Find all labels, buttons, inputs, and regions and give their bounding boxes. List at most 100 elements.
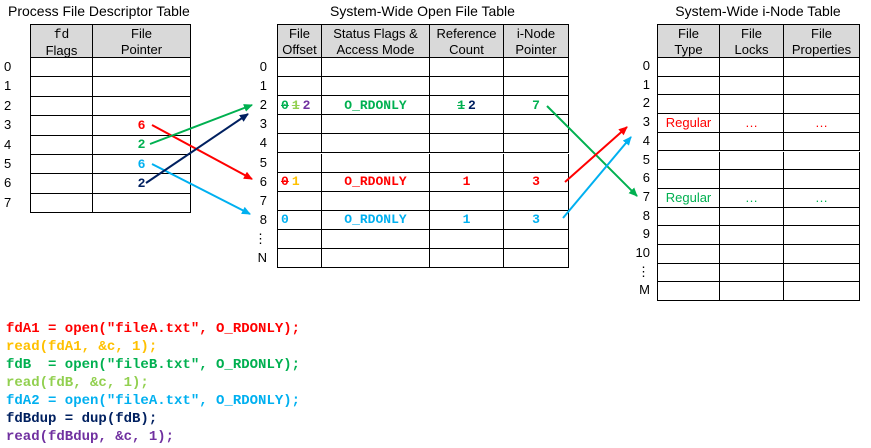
- table-cell: [658, 170, 720, 189]
- table-cell: …: [720, 114, 784, 133]
- cell-value: 7: [532, 97, 540, 113]
- table-cell: O_RDONLY: [322, 210, 430, 230]
- cell-value: …: [815, 115, 828, 131]
- table-cell: [322, 229, 430, 249]
- row-label: 10: [635, 245, 650, 260]
- column-header-text: i-Node: [516, 26, 556, 41]
- ellipsis-label: ⋮: [254, 230, 267, 246]
- column-header-text: Status Flags &: [333, 26, 418, 41]
- table-cell: [784, 95, 860, 115]
- table-cell: [31, 174, 93, 194]
- table-cell: [720, 58, 784, 77]
- table-cell: [720, 170, 784, 189]
- cell-value: 6: [137, 156, 146, 172]
- row-label: 7: [4, 194, 12, 210]
- row-label: 4: [4, 136, 12, 152]
- table-cell: [784, 226, 860, 245]
- table-cell: [322, 115, 430, 135]
- table-cell: [322, 58, 430, 78]
- row-label: M: [639, 282, 650, 298]
- column-header-text: File: [131, 26, 152, 41]
- column-header-text: Reference: [436, 26, 497, 41]
- table-cell: [504, 229, 569, 249]
- column-header-text: Properties: [791, 41, 852, 57]
- table-cell: [31, 58, 93, 78]
- row-label: 8: [259, 211, 267, 227]
- table-cell: [658, 132, 720, 152]
- ellipsis-label: ⋮: [637, 263, 650, 279]
- table-cell: 2: [93, 174, 191, 194]
- row-label: 0: [259, 59, 267, 74]
- table-cell: [93, 58, 191, 78]
- table-cell: [658, 76, 720, 96]
- table-cell: 6: [93, 155, 191, 175]
- table-cell: [430, 77, 504, 97]
- table-cell: 2: [93, 135, 191, 155]
- row-label: 4: [259, 135, 267, 151]
- table-cell: [504, 134, 569, 154]
- table-cell: [784, 151, 860, 171]
- table-cell: [31, 193, 93, 214]
- cell-value: 2: [302, 97, 311, 113]
- table-cell: [504, 58, 569, 78]
- table-cell: [720, 282, 784, 302]
- table-cell: 0: [278, 210, 322, 230]
- cell-value: 0: [281, 212, 289, 228]
- table-cell: [784, 263, 860, 283]
- row-label: 6: [259, 173, 267, 189]
- row-label: 6: [642, 170, 650, 186]
- cell-value: 2: [137, 176, 146, 192]
- row-label: 8: [642, 207, 650, 223]
- table-cell: [278, 153, 322, 173]
- row-label: 2: [642, 95, 650, 111]
- table-cell: 3: [504, 172, 569, 192]
- row-label: 1: [642, 76, 650, 92]
- code-line: read(fdA1, &c, 1);: [6, 339, 158, 355]
- cell-value: 1: [457, 97, 465, 113]
- column-header-text: File: [811, 26, 832, 41]
- row-label: 5: [4, 156, 12, 171]
- table-cell: [658, 95, 720, 115]
- row-label: 0: [4, 59, 12, 74]
- table-cell: [278, 191, 322, 211]
- cell-value: 0: [281, 97, 289, 113]
- code-line: fdBdup = dup(fdB);: [6, 411, 158, 427]
- cell-value: …: [745, 115, 758, 131]
- cell-value: …: [815, 190, 828, 206]
- table-cell: [504, 249, 569, 269]
- row-label: 6: [4, 175, 12, 191]
- row-label: 9: [642, 226, 650, 242]
- table-cell: [720, 76, 784, 96]
- row-label: 7: [259, 192, 267, 208]
- table-cell: [784, 76, 860, 96]
- table-cell: [720, 263, 784, 283]
- table-cell: 7: [504, 96, 569, 116]
- table-cell: [720, 207, 784, 227]
- table-cell: …: [784, 114, 860, 133]
- column-header-text: Type: [674, 41, 703, 57]
- table-cell: [278, 77, 322, 97]
- table-cell: [430, 153, 504, 173]
- table-cell: [278, 249, 322, 269]
- cell-value: 6: [137, 117, 146, 133]
- table-cell: [658, 282, 720, 302]
- cell-value: O_RDONLY: [344, 212, 407, 228]
- row-label: N: [257, 250, 267, 265]
- column-header-text: Flags: [45, 42, 78, 58]
- column-header-text: File: [741, 26, 762, 41]
- column-header-text: Pointer: [120, 41, 163, 57]
- table-cell: O_RDONLY: [322, 96, 430, 116]
- process-fd-table-title: Process File Descriptor Table: [8, 3, 190, 19]
- table-cell: [658, 58, 720, 77]
- cell-value: 1: [291, 97, 300, 113]
- table-cell: 1: [430, 172, 504, 192]
- table-cell: [322, 249, 430, 269]
